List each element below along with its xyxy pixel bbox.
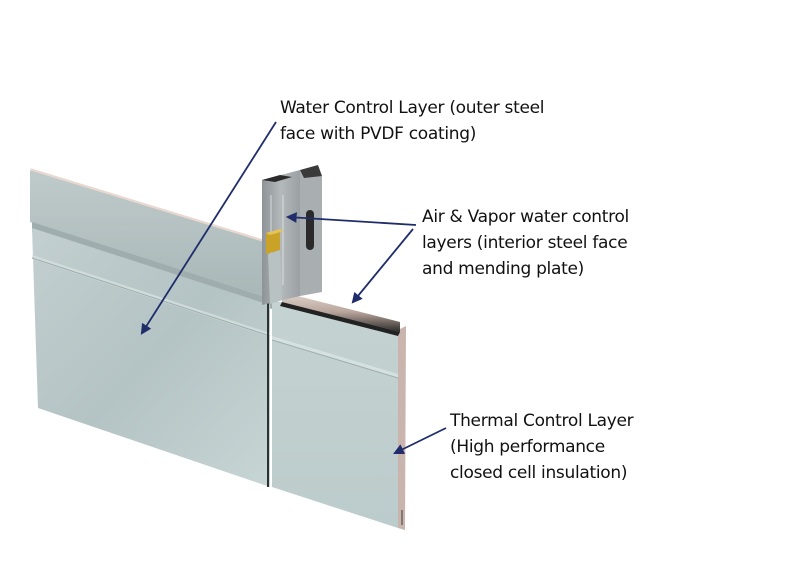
callout-line: Thermal Control Layer (450, 411, 634, 431)
left-main-panel (31, 228, 271, 487)
panel-joint-rail (280, 292, 400, 336)
callout-line: face with PVDF coating) (280, 124, 477, 144)
mending-plate-gasket (266, 229, 284, 304)
callout-thermal-control-layer: Thermal Control Layer (High performance … (450, 408, 634, 486)
arrow-thermal-control (393, 427, 447, 455)
callout-line: (High performance (450, 437, 605, 457)
arrow-water-control (140, 121, 277, 335)
callout-line: Air & Vapor water control (422, 207, 629, 227)
callout-line: and mending plate) (422, 259, 584, 279)
callout-line: Water Control Layer (outer steel (280, 98, 545, 118)
arrow-air-vapor-interior (285, 212, 417, 226)
callout-line: layers (interior steel face (422, 233, 628, 253)
callout-air-vapor-layers: Air & Vapor water control layers (interi… (422, 204, 629, 282)
arrow-air-vapor-mending (351, 228, 414, 304)
callout-line: closed cell insulation) (450, 463, 628, 483)
callout-arrows (140, 121, 447, 455)
callout-water-control-layer: Water Control Layer (outer steel face wi… (280, 95, 545, 147)
right-panel (271, 300, 406, 530)
